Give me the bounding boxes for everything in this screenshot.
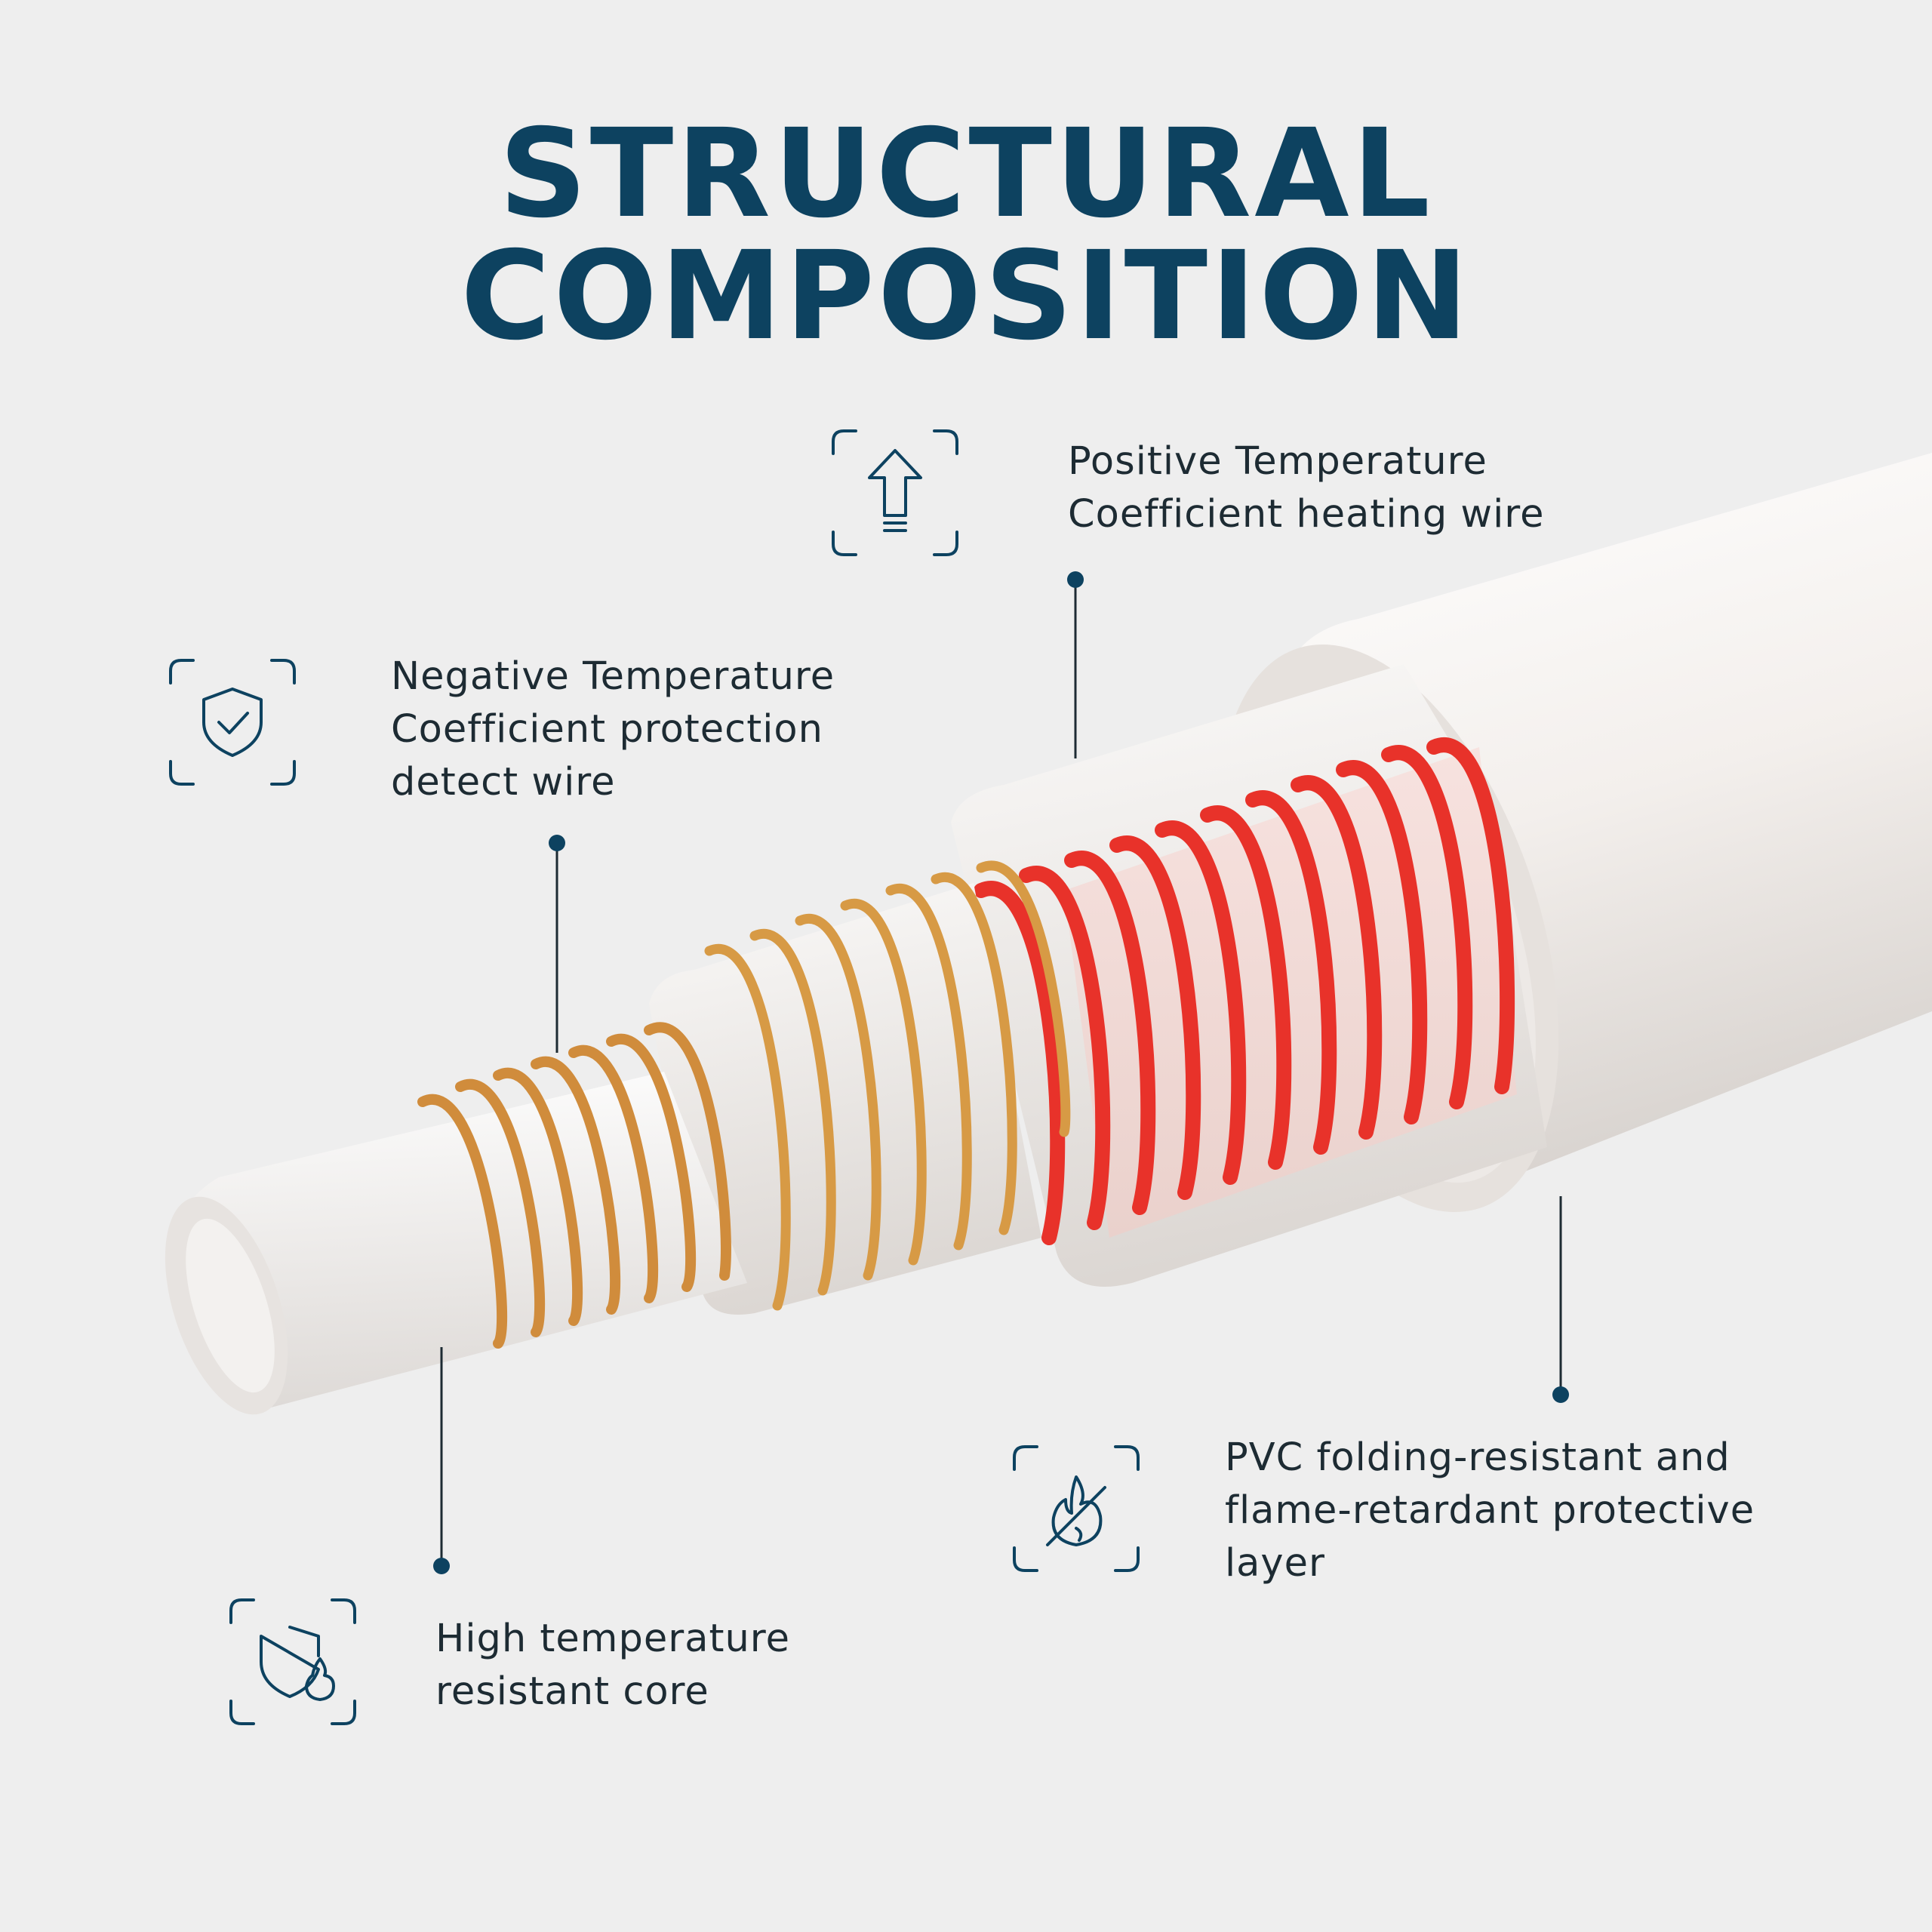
ntc-protection-wire-label: Negative Temperature Coefficient protect…	[391, 654, 835, 804]
shield-flame-icon	[228, 1597, 358, 1727]
ptc-heating-wire-label: Positive Temperature Coefficient heating…	[1068, 439, 1545, 537]
arrow-up-heat-icon	[830, 428, 960, 558]
ntc-wire-coils	[704, 860, 1071, 1311]
core-copper-coils	[417, 1022, 731, 1349]
page-title: STRUCTURAL COMPOSITION	[460, 103, 1472, 368]
heating-wire-coils	[974, 737, 1515, 1245]
pvc-protective-layer-label: PVC folding-resistant and flame-retardan…	[1225, 1435, 1755, 1586]
core-label: High temperature resistant core	[435, 1617, 790, 1714]
shield-check-icon	[168, 657, 297, 787]
flame-retardant-icon	[1011, 1444, 1141, 1574]
inner-sheath-layer	[649, 883, 1041, 1315]
